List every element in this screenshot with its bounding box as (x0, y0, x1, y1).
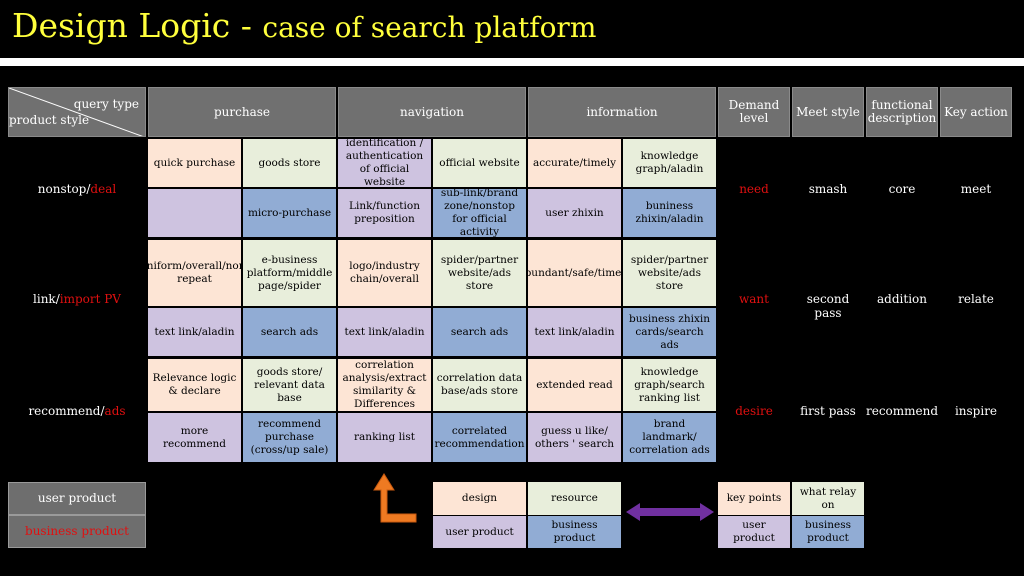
grid-cell: uniform/overall/non-repeat (148, 240, 241, 306)
grid-cell: recommend purchase (cross/up sale) (243, 413, 336, 462)
row-label-ads: recommend/ads (8, 404, 146, 418)
key-action-value: relate (958, 292, 994, 306)
meet-style-value: second pass (806, 292, 850, 320)
divider (0, 58, 1024, 66)
legend-user-product: user product (8, 482, 146, 515)
row-label-deal: nonstop/deal (8, 182, 146, 196)
grid-cell: more recommend (148, 413, 241, 462)
slide-title: Design Logic - case of search platform (12, 6, 596, 45)
legend-key-points: key points (718, 482, 790, 515)
meet-style-value: first pass (800, 404, 856, 418)
functional-value: recommend (866, 404, 939, 418)
meet-style-value: smash (808, 182, 848, 196)
key-action-value: inspire (954, 404, 998, 418)
grid-cell (148, 189, 241, 237)
grid-cell: text link/aladin (528, 308, 621, 356)
grid-cell: official website (433, 139, 526, 187)
title-sub: case of search platform (262, 11, 597, 44)
legend-user-product-cell-2: user product (718, 516, 790, 548)
grid-cell: micro-purchase (243, 189, 336, 237)
grid-cell: guess u like/ others ' search (528, 413, 621, 462)
grid-cell: e-business platform/middle page/spider (243, 240, 336, 306)
grid-cell: knowledge graph/aladin (623, 139, 716, 187)
header-navigation: navigation (338, 87, 526, 137)
row-label-text: link/ (33, 292, 60, 306)
title-main: Design Logic - (12, 6, 263, 45)
demand-level-value: want (739, 292, 769, 306)
grid-cell: search ads (243, 308, 336, 356)
grid-cell: text link/aladin (148, 308, 241, 356)
legend-business-product-cell-2: business product (792, 516, 864, 548)
diagonal-line (9, 88, 143, 136)
functional-value: addition (877, 292, 927, 306)
legend-resource: resource (528, 482, 621, 515)
grid-cell: correlated recommendation (433, 413, 526, 462)
grid-cell: quick purchase (148, 139, 241, 187)
header-information: information (528, 87, 716, 137)
curved-arrow-icon (373, 473, 417, 523)
grid-cell: search ads (433, 308, 526, 356)
grid-cell: buniness zhixin/aladin (623, 189, 716, 237)
corner-header: query type product style (8, 87, 146, 137)
corner-query-type: query type (73, 97, 139, 111)
grid-cell: spider/partner website/ads store (433, 240, 526, 306)
grid-cell: ranking list (338, 413, 431, 462)
grid-cell: knowledge graph/search ranking list (623, 359, 716, 411)
grid-cell: accurate/timely (528, 139, 621, 187)
legend-business-product: business product (8, 515, 146, 548)
row-label-highlight: ads (104, 404, 126, 418)
grid-cell: extended read (528, 359, 621, 411)
header-meet-style: Meet style (792, 87, 864, 137)
header-purchase: purchase (148, 87, 336, 137)
key-action-value: meet (960, 182, 992, 196)
header-key-action: Key action (940, 87, 1012, 137)
grid-cell: identification / authentication of offic… (338, 139, 431, 187)
corner-product-style: product style (9, 113, 90, 127)
header-demand-level: Demand level (718, 87, 790, 137)
grid-cell: business zhixin cards/search ads (623, 308, 716, 356)
grid-cell: abundant/safe/timely (528, 240, 621, 306)
row-label-highlight: deal (90, 182, 117, 196)
grid-cell: sub-link/brand zone/nonstop for official… (433, 189, 526, 237)
header-functional: functional description (866, 87, 938, 137)
grid-cell: Link/function preposition (338, 189, 431, 237)
grid-cell: user zhixin (528, 189, 621, 237)
grid-cell: goods store (243, 139, 336, 187)
double-arrow-icon (626, 503, 714, 521)
legend-design: design (433, 482, 526, 515)
grid-cell: text link/aladin (338, 308, 431, 356)
demand-level-value: desire (735, 404, 773, 418)
grid-cell: brand landmark/ correlation ads (623, 413, 716, 462)
functional-value: core (888, 182, 916, 196)
row-label-text: recommend/ (28, 404, 105, 418)
grid-cell: correlation data base/ads store (433, 359, 526, 411)
grid-cell: spider/partner website/ads store (623, 240, 716, 306)
grid-cell: logo/industry chain/overall (338, 240, 431, 306)
row-label-highlight: import PV (59, 292, 121, 306)
demand-level-value: need (739, 182, 769, 196)
row-label-import-pv: link/import PV (8, 292, 146, 306)
grid-cell: Relevance logic & declare (148, 359, 241, 411)
grid-cell: correlation analysis/extract similarity … (338, 359, 431, 411)
legend-what-relay-on: what relay on (792, 482, 864, 515)
legend-user-product-cell: user product (433, 516, 526, 548)
row-label-text: nonstop/ (37, 182, 91, 196)
grid-cell: goods store/ relevant data base (243, 359, 336, 411)
legend-business-product-cell: business product (528, 516, 621, 548)
